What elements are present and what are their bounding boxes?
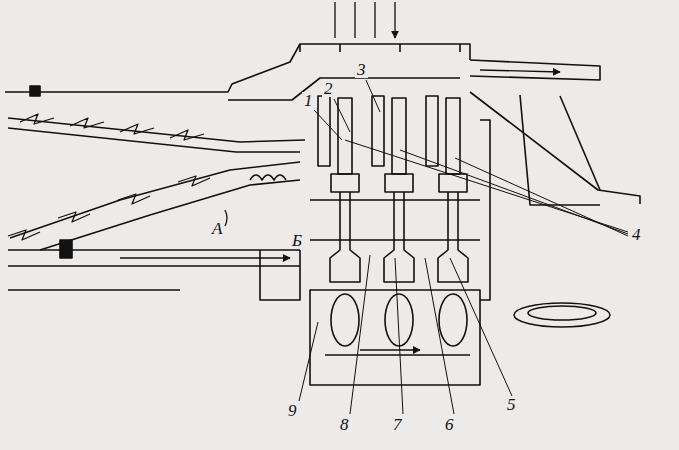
callout-number: 4	[630, 226, 643, 243]
callout-number: 3	[355, 61, 368, 78]
callout-number: 8	[338, 416, 351, 433]
part-letter: А	[210, 220, 224, 237]
callout-number: 6	[443, 416, 456, 433]
callout-number: 5	[505, 396, 518, 413]
callout-number: 9	[286, 402, 299, 419]
callout-number: 1	[302, 92, 315, 109]
callout-number: 7	[391, 416, 404, 433]
callout-number: 2	[322, 80, 335, 97]
part-letter: Б	[290, 232, 304, 249]
